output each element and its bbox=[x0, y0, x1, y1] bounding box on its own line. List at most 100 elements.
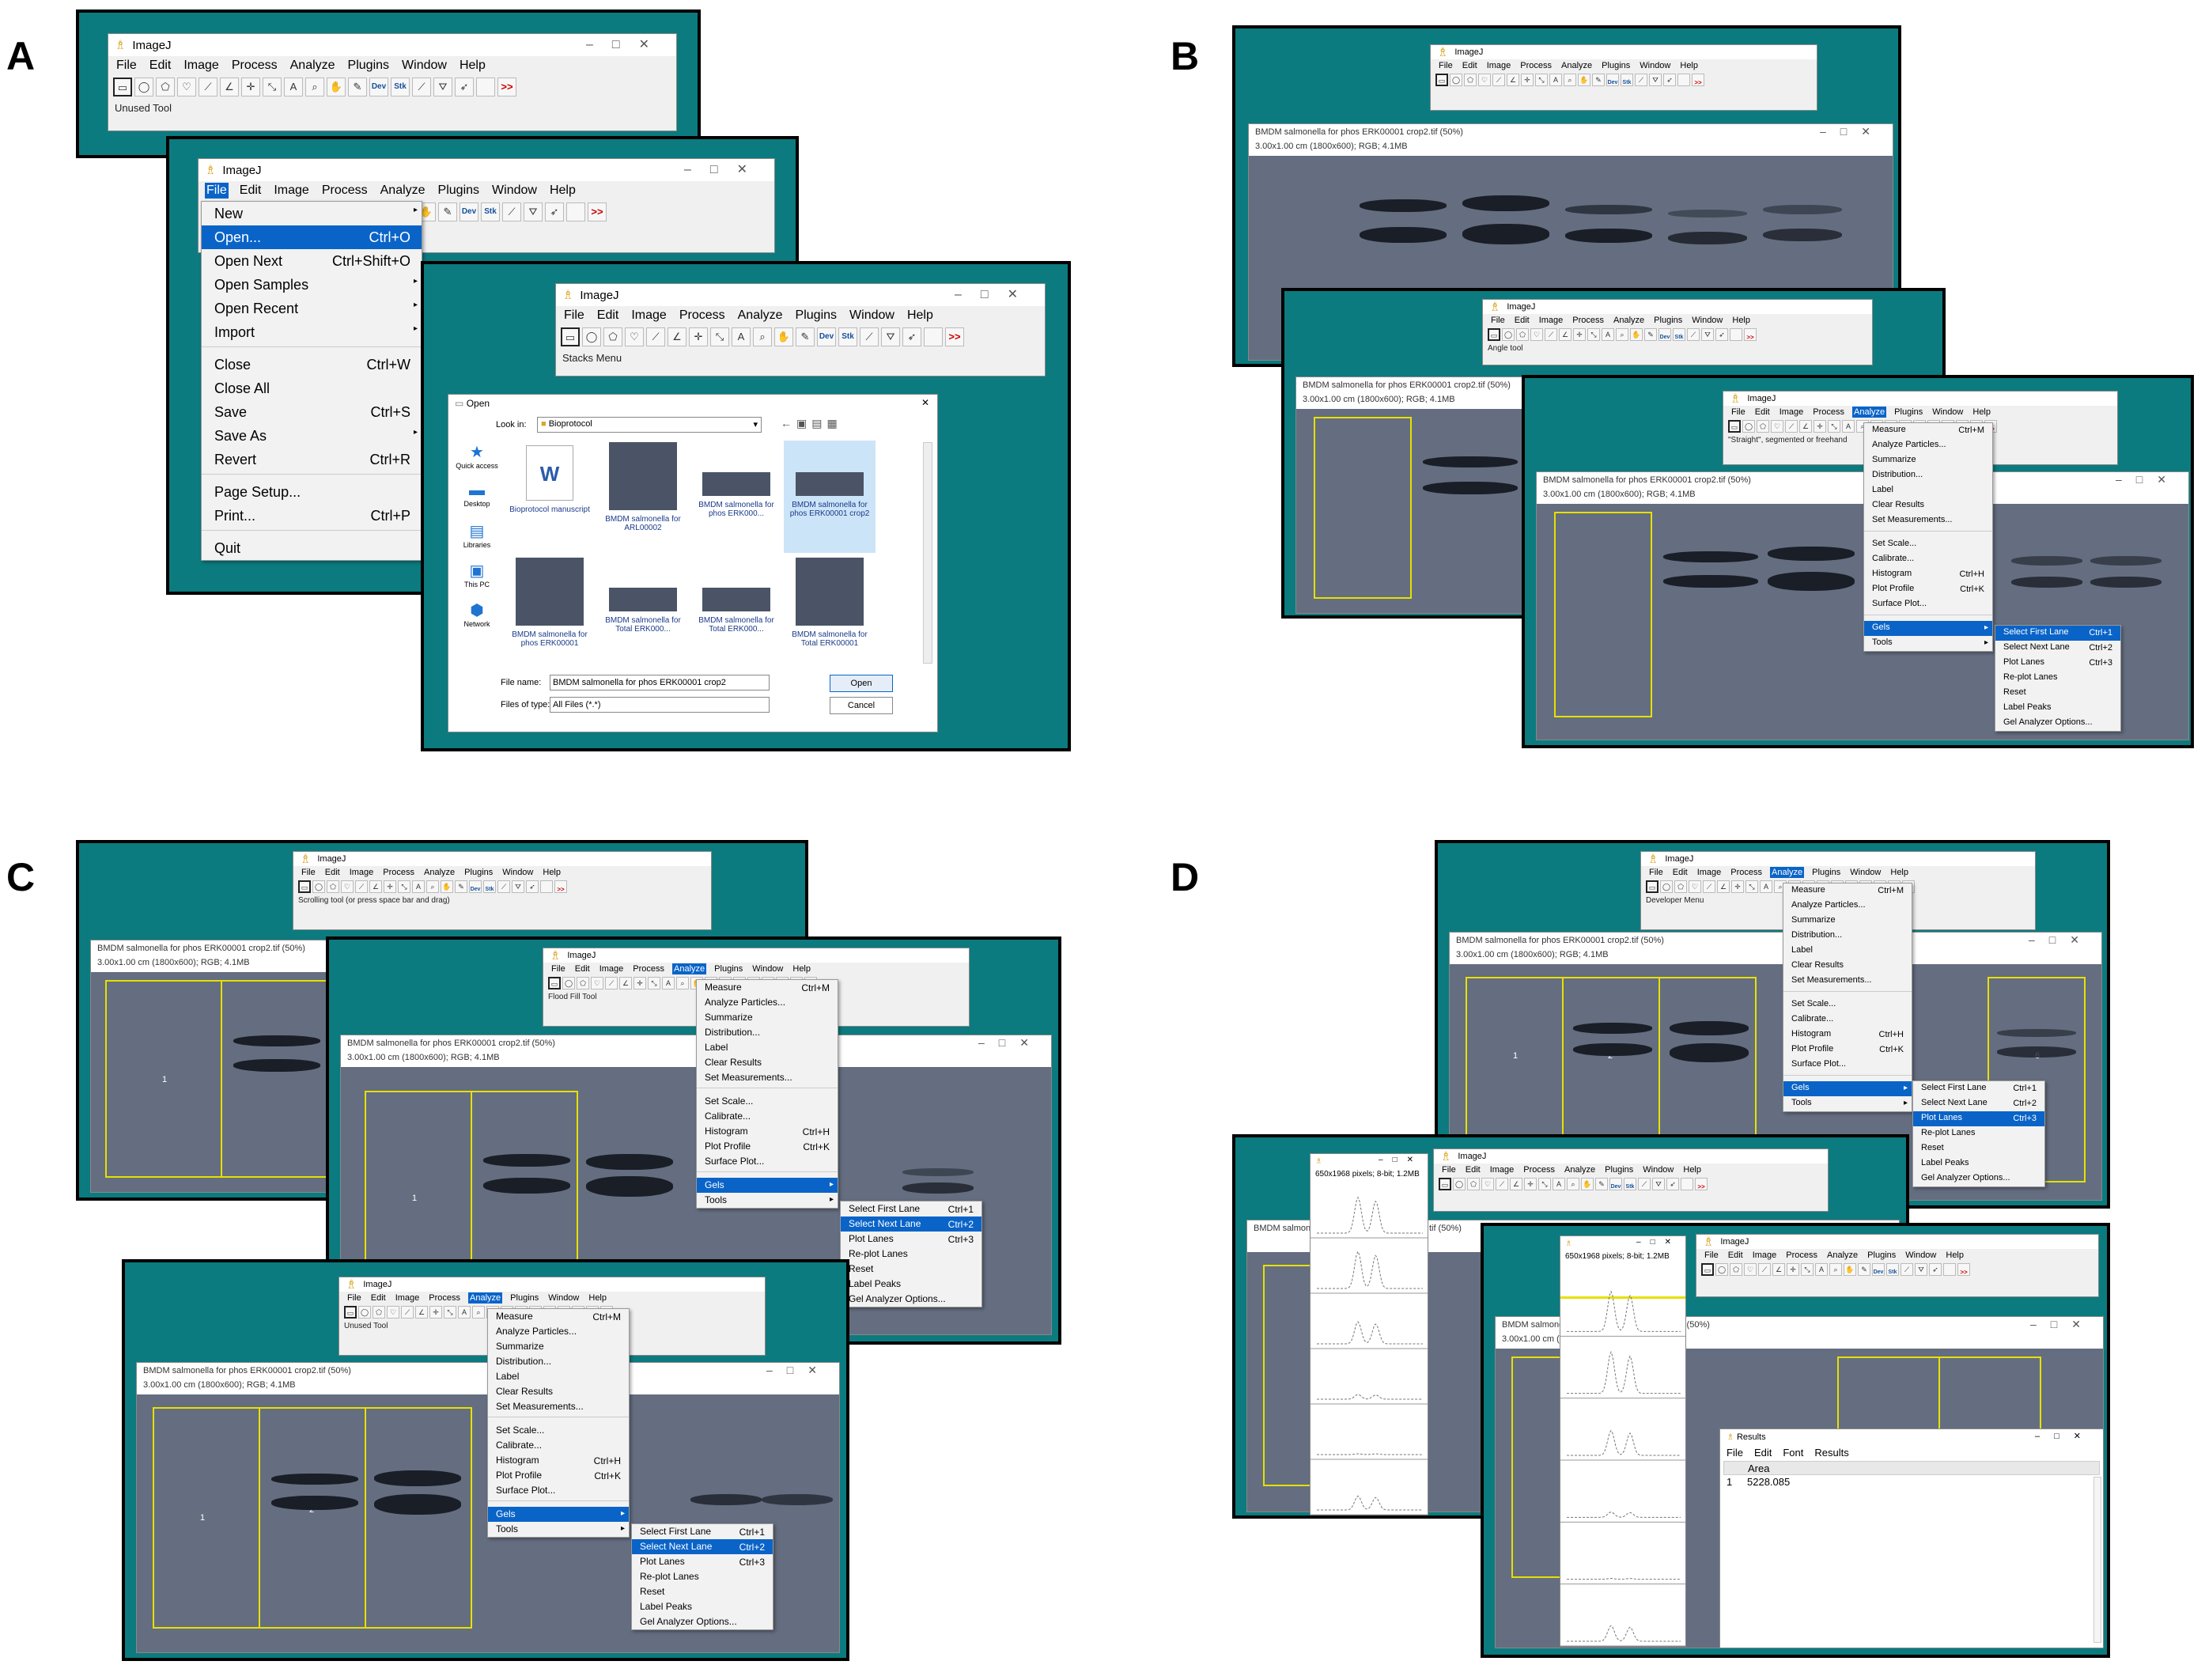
menu-item-gels[interactable]: Gels▸ bbox=[697, 1178, 838, 1193]
polygon-tool-icon[interactable]: ⬠ bbox=[1467, 1178, 1480, 1190]
menu-process[interactable]: Process bbox=[1520, 61, 1553, 70]
blank-slot[interactable] bbox=[924, 327, 943, 346]
dev-button[interactable]: Dev bbox=[460, 202, 478, 221]
flood-fill-icon[interactable]: ⛛ bbox=[1649, 74, 1662, 86]
dev-button[interactable]: Dev bbox=[1606, 74, 1619, 86]
line-tool-icon[interactable]: ⟋ bbox=[1545, 328, 1557, 341]
menu-help[interactable]: Help bbox=[1972, 407, 1991, 417]
point-tool-icon[interactable]: ✛ bbox=[1731, 880, 1744, 893]
blank-slot[interactable] bbox=[476, 78, 495, 96]
text-tool-icon[interactable]: A bbox=[732, 327, 751, 346]
menu-item-label-peaks[interactable]: Label Peaks bbox=[1913, 1156, 2044, 1171]
more-tools-button[interactable]: >> bbox=[1692, 74, 1704, 86]
freehand-tool-icon[interactable]: ♡ bbox=[341, 880, 354, 893]
zoom-tool-icon[interactable]: ⌕ bbox=[472, 1306, 485, 1319]
menu-item-label[interactable]: Label bbox=[488, 1369, 629, 1384]
freehand-tool-icon[interactable]: ♡ bbox=[387, 1306, 399, 1319]
more-tools-button[interactable]: >> bbox=[1695, 1178, 1708, 1190]
polygon-tool-icon[interactable]: ⬠ bbox=[1464, 74, 1477, 86]
arrow-tool-icon[interactable]: ➶ bbox=[1715, 328, 1728, 341]
menu-image[interactable]: Image bbox=[631, 308, 667, 322]
menu-item-analyze-particles[interactable]: Analyze Particles... bbox=[1864, 438, 1992, 453]
hand-tool-icon[interactable]: ✋ bbox=[441, 880, 453, 893]
oval-tool-icon[interactable]: ◯ bbox=[562, 977, 575, 989]
menu-image[interactable]: Image bbox=[349, 868, 374, 877]
lane-outline[interactable] bbox=[153, 1407, 260, 1629]
menu-help[interactable]: Help bbox=[1680, 61, 1698, 70]
file-tile[interactable]: BMDM salmonella for phos ERK00001 crop2 bbox=[784, 441, 876, 553]
menu-item-surface-plot[interactable]: Surface Plot... bbox=[1783, 1058, 1912, 1073]
filename-input[interactable]: BMDM salmonella for phos ERK00001 crop2 bbox=[550, 675, 770, 691]
menu-window[interactable]: Window bbox=[548, 1293, 580, 1303]
menu-analyze[interactable]: Analyze bbox=[380, 184, 425, 197]
zoom-tool-icon[interactable]: ⌕ bbox=[305, 78, 324, 96]
look-in-select[interactable]: ■ Bioprotocol▾ bbox=[537, 417, 762, 433]
rectangle-tool-icon[interactable]: ▭ bbox=[1646, 880, 1658, 893]
menu-process[interactable]: Process bbox=[633, 964, 665, 974]
menu-edit[interactable]: Edit bbox=[574, 964, 590, 974]
wand-tool-icon[interactable]: ⤡ bbox=[1587, 328, 1600, 341]
arrow-tool-icon[interactable]: ➶ bbox=[455, 78, 474, 96]
window-controls[interactable]: –□✕ bbox=[978, 1036, 1043, 1049]
menu-help[interactable]: Help bbox=[906, 308, 933, 322]
menu-item-analyze-particles[interactable]: Analyze Particles... bbox=[697, 995, 838, 1010]
rectangle-tool-icon[interactable]: ▭ bbox=[561, 327, 580, 346]
freehand-tool-icon[interactable]: ♡ bbox=[1478, 74, 1491, 86]
menu-edit[interactable]: Edit bbox=[1727, 1251, 1743, 1260]
wand-tool-icon[interactable]: ⤡ bbox=[1801, 1263, 1814, 1276]
menu-item-surface-plot[interactable]: Surface Plot... bbox=[488, 1483, 629, 1498]
rectangle-tool-icon[interactable]: ▭ bbox=[1728, 420, 1741, 433]
menu-item-distribution[interactable]: Distribution... bbox=[697, 1025, 838, 1040]
angle-tool-icon[interactable]: ∠ bbox=[1507, 74, 1519, 86]
menu-edit[interactable]: Edit bbox=[1754, 407, 1770, 417]
line-tool-icon[interactable]: ⟋ bbox=[1703, 880, 1715, 893]
menu-help[interactable]: Help bbox=[588, 1293, 607, 1303]
menu-analyze[interactable]: Analyze bbox=[468, 1292, 503, 1304]
place-item[interactable]: ⬢Network bbox=[455, 600, 499, 640]
menu-file[interactable]: File bbox=[1439, 61, 1453, 70]
angle-tool-icon[interactable]: ∠ bbox=[1717, 880, 1730, 893]
menu-item-gel-analyzer-options[interactable]: Gel Analyzer Options... bbox=[841, 1292, 981, 1307]
rectangle-tool-icon[interactable]: ▭ bbox=[113, 78, 132, 96]
dropper-tool-icon[interactable]: ✎ bbox=[1858, 1263, 1870, 1276]
menu-item-reset[interactable]: Reset bbox=[632, 1584, 773, 1599]
menu-image[interactable]: Image bbox=[274, 184, 309, 197]
text-tool-icon[interactable]: A bbox=[1602, 328, 1614, 341]
angle-tool-icon[interactable]: ∠ bbox=[220, 78, 239, 96]
angle-tool-icon[interactable]: ∠ bbox=[1559, 328, 1571, 341]
menu-file[interactable]: File bbox=[116, 59, 137, 72]
wand-tool-icon[interactable]: ⤡ bbox=[444, 1306, 456, 1319]
angle-tool-icon[interactable]: ∠ bbox=[1510, 1178, 1522, 1190]
brush-icon[interactable]: ⟋ bbox=[1687, 328, 1700, 341]
stk-button[interactable]: Stk bbox=[391, 78, 410, 96]
scrollbar[interactable] bbox=[2093, 1477, 2101, 1643]
more-tools-button[interactable]: >> bbox=[497, 78, 516, 96]
menu-window[interactable]: Window bbox=[849, 308, 894, 322]
point-tool-icon[interactable]: ✛ bbox=[384, 880, 396, 893]
menu-file[interactable]: File bbox=[564, 308, 584, 322]
cancel-button[interactable]: Cancel bbox=[830, 697, 893, 714]
flood-fill-icon[interactable]: ⛛ bbox=[512, 880, 524, 893]
rectangle-tool-icon[interactable]: ▭ bbox=[548, 977, 561, 989]
stk-button[interactable]: Stk bbox=[1621, 74, 1633, 86]
menu-item-analyze-particles[interactable]: Analyze Particles... bbox=[488, 1324, 629, 1339]
line-tool-icon[interactable]: ⟋ bbox=[605, 977, 618, 989]
flood-fill-icon[interactable]: ⛛ bbox=[433, 78, 452, 96]
menu-help[interactable]: Help bbox=[459, 59, 486, 72]
polygon-tool-icon[interactable]: ⬠ bbox=[1516, 328, 1529, 341]
polygon-tool-icon[interactable]: ⬠ bbox=[577, 977, 589, 989]
menu-item-new[interactable]: New▸ bbox=[202, 202, 422, 225]
blank-slot[interactable] bbox=[1730, 328, 1742, 341]
freehand-tool-icon[interactable]: ♡ bbox=[1689, 880, 1701, 893]
dropper-tool-icon[interactable]: ✎ bbox=[438, 202, 457, 221]
arrow-tool-icon[interactable]: ➶ bbox=[1663, 74, 1676, 86]
close-icon[interactable]: ✕ bbox=[921, 397, 929, 408]
menu-analyze[interactable]: Analyze bbox=[1770, 867, 1805, 878]
menu-file[interactable]: File bbox=[551, 964, 565, 974]
menu-item-summarize[interactable]: Summarize bbox=[1783, 914, 1912, 929]
